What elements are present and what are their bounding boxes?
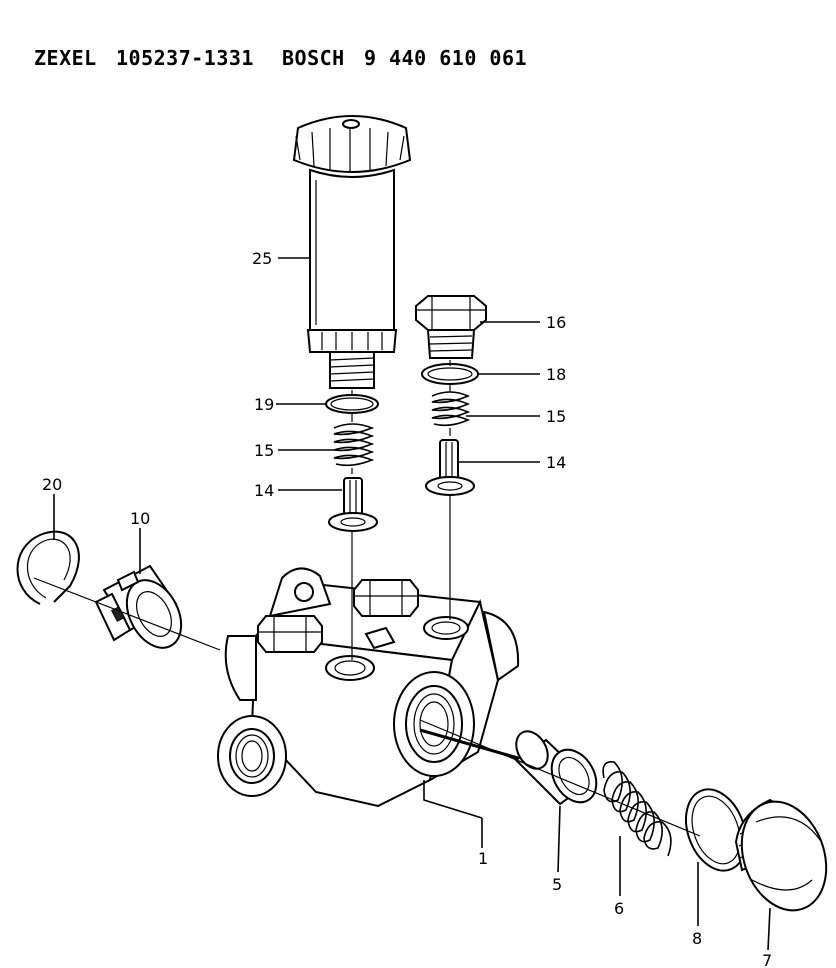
assembly-center-lines <box>33 360 701 837</box>
maker-zexel: ZEXEL <box>34 46 97 70</box>
callout-18: 18 <box>546 365 566 384</box>
part-8-gasket <box>685 788 747 872</box>
part-1-pump-body <box>217 567 520 819</box>
callout-7: 7 <box>762 951 772 968</box>
callout-14-right: 14 <box>546 453 566 472</box>
callout-15-right: 15 <box>546 407 566 426</box>
part-16-plug-screw <box>415 295 487 359</box>
part-6-spring <box>602 761 672 857</box>
part-10-strainer-cup <box>94 564 183 649</box>
part-19-o-ring <box>325 394 379 414</box>
callout-19: 19 <box>254 395 274 414</box>
callout-15-left: 15 <box>254 441 274 460</box>
zexel-part-number: 105237-1331 <box>116 46 254 70</box>
callout-14-left: 14 <box>254 481 274 500</box>
callout-6: 6 <box>614 899 624 918</box>
callout-1: 1 <box>478 849 488 868</box>
leader-lines <box>53 257 771 951</box>
callout-10: 10 <box>130 509 150 528</box>
part-5-piston <box>514 730 598 806</box>
part-15-spring-right <box>431 391 470 427</box>
bosch-part-number: 9 440 610 061 <box>364 46 528 70</box>
callout-25: 25 <box>252 249 272 268</box>
part-7-cap-nut <box>734 798 828 912</box>
part-15-spring-left <box>333 423 375 467</box>
callout-labels: 25 16 18 15 14 19 15 14 20 10 1 5 6 8 7 <box>42 249 772 968</box>
maker-bosch: BOSCH <box>282 46 345 70</box>
callout-20: 20 <box>42 475 62 494</box>
part-20-circlip <box>16 530 80 605</box>
part-18-o-ring <box>421 363 479 385</box>
callout-16: 16 <box>546 313 566 332</box>
part-14-valve-right <box>425 439 475 496</box>
part-14-valve-left <box>328 477 378 532</box>
callout-5: 5 <box>552 875 562 894</box>
callout-8: 8 <box>692 929 702 948</box>
part-25-hand-pump <box>292 115 412 389</box>
